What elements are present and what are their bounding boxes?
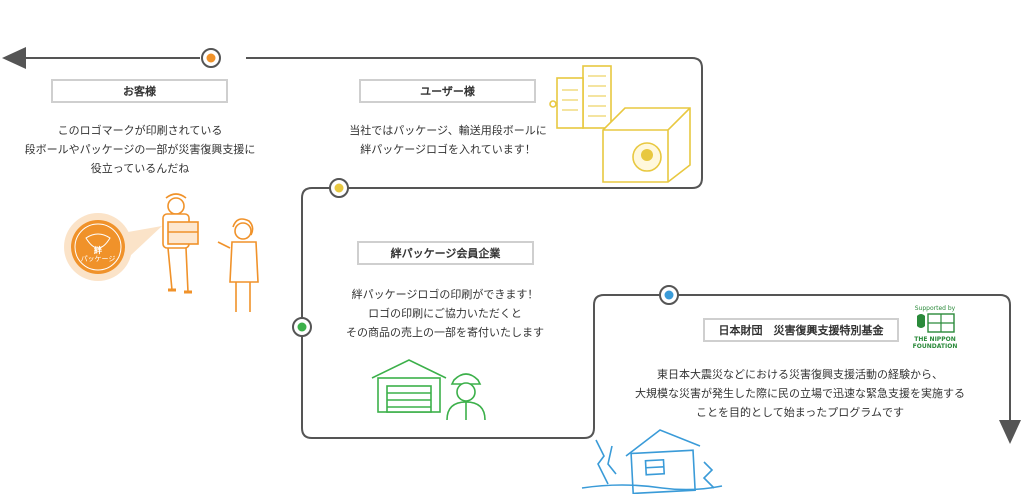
user-label: ユーザー様 [359, 79, 536, 103]
customer-receiving-package-illustration [64, 193, 259, 312]
user-label-text: ユーザー様 [420, 85, 475, 98]
customer-label: お客様 [51, 79, 228, 103]
member-label-text: 絆パッケージ会員企業 [390, 247, 501, 260]
customer-desc-line: このロゴマークが印刷されている [57, 124, 223, 137]
nippon-foundation-name-1: THE NIPPON [914, 336, 956, 343]
kizuna-logo: 絆 パッケージ [71, 246, 125, 263]
node-customer [201, 48, 221, 68]
arrow-down-icon [999, 420, 1021, 444]
kizuna-logo-sub: パッケージ [80, 255, 116, 263]
nippon-foundation-logo: Supported by THE NIPPON FOUNDATION [905, 305, 965, 350]
node-foundation [659, 285, 679, 305]
user-desc-line: 絆パッケージロゴを入れています！ [360, 143, 536, 156]
node-member [292, 317, 312, 337]
building-and-box-illustration [549, 65, 691, 183]
member-description: 絆パッケージロゴの印刷ができます！ ロゴの印刷にご協力いただくと その商品の売上… [320, 285, 570, 342]
foundation-desc-line: 東日本大震災などにおける災害復興支援活動の経験から、 [657, 368, 943, 381]
node-user [329, 178, 349, 198]
customer-label-text: お客様 [123, 85, 156, 98]
customer-desc-line: 役立っているんだね [90, 162, 190, 175]
customer-desc-line: 段ボールやパッケージの一部が災害復興支援に [24, 143, 256, 156]
foundation-desc-line: 大規模な災害が発生した際に民の立場で迅速な緊急支援を実施する [635, 387, 965, 400]
damaged-house-illustration [581, 429, 723, 494]
flow-line [246, 57, 1011, 439]
user-description: 当社ではパッケージ、輸送用段ボールに 絆パッケージロゴを入れています！ [330, 121, 566, 159]
foundation-desc-line: ことを目的として始まったプログラムです [696, 406, 904, 419]
customer-description: このロゴマークが印刷されている 段ボールやパッケージの一部が災害復興支援に 役立… [10, 121, 270, 178]
member-label: 絆パッケージ会員企業 [357, 241, 534, 265]
member-desc-line: ロゴの印刷にご協力いただくと [368, 307, 522, 320]
factory-and-worker-illustration [371, 359, 486, 421]
kizuna-logo-main: 絆 [94, 246, 102, 255]
supported-by-text: Supported by [914, 305, 956, 312]
arrow-left-icon [2, 47, 26, 69]
user-desc-line: 当社ではパッケージ、輸送用段ボールに [349, 124, 547, 137]
foundation-label: 日本財団 災害復興支援特別基金 [703, 318, 899, 342]
foundation-description: 東日本大震災などにおける災害復興支援活動の経験から、 大規模な災害が発生した際に… [600, 365, 1000, 422]
nippon-foundation-logo-mark [917, 313, 955, 333]
nippon-foundation-name-2: FOUNDATION [912, 343, 958, 350]
member-desc-line: 絆パッケージロゴの印刷ができます！ [351, 288, 539, 301]
foundation-label-text: 日本財団 災害復興支援特別基金 [718, 324, 884, 337]
member-desc-line: その商品の売上の一部を寄付いたします [346, 326, 544, 339]
